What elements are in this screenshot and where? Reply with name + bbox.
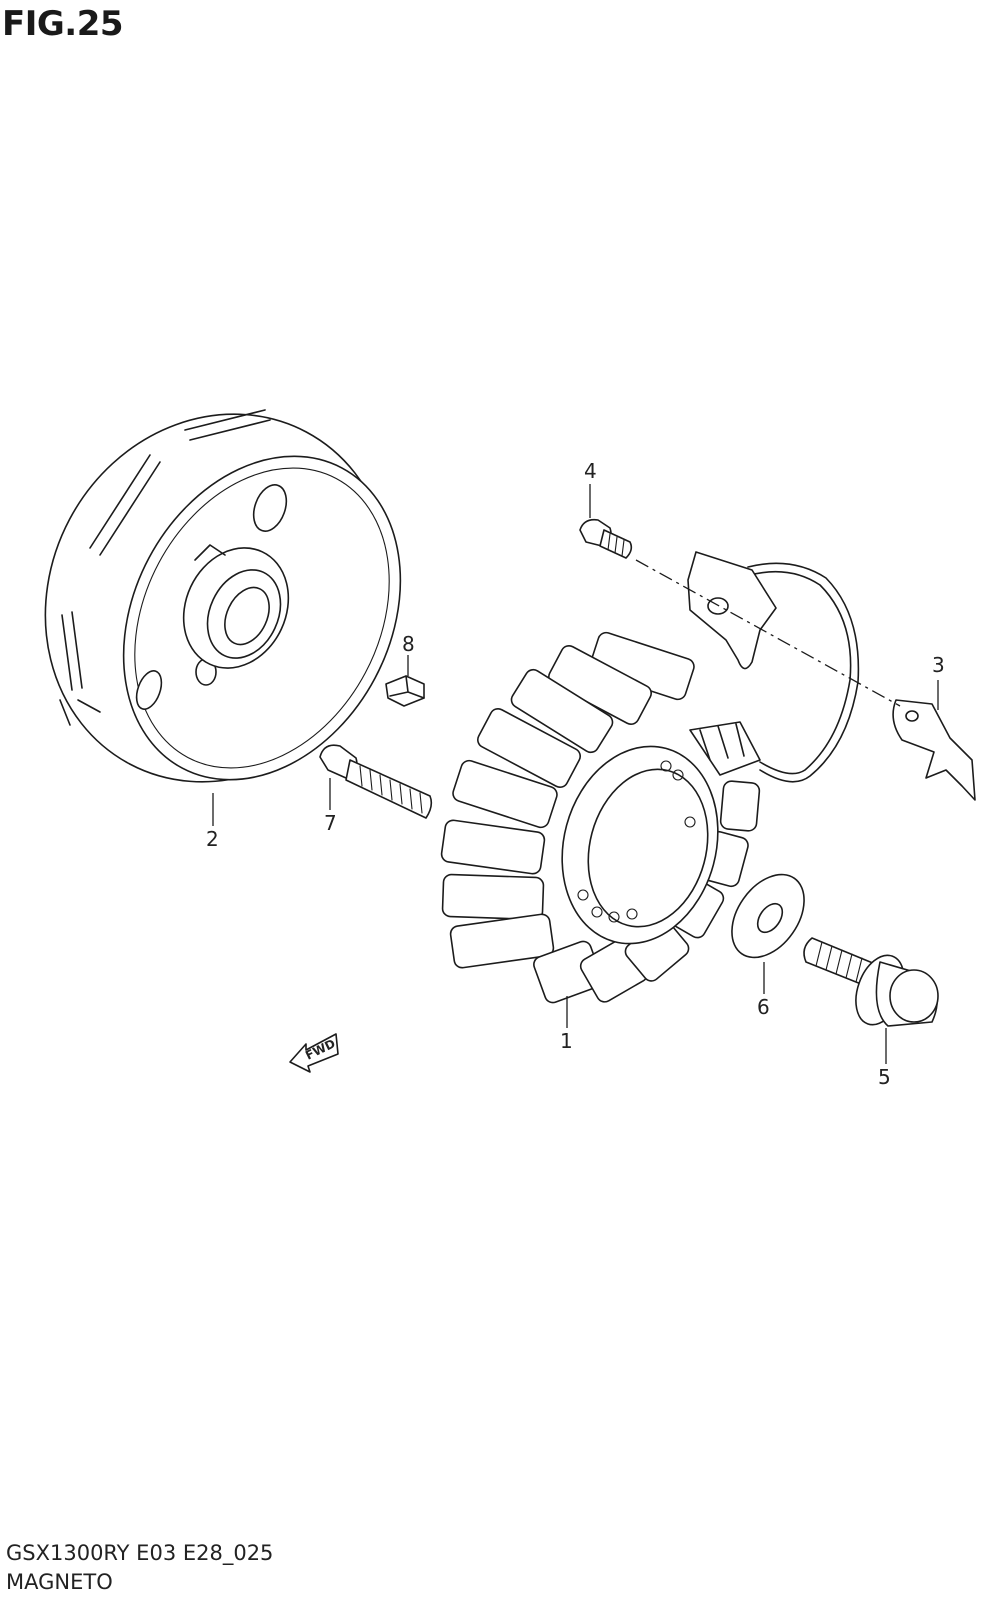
washer-part xyxy=(731,873,805,959)
stator-part xyxy=(440,562,860,1004)
figure-title: FIG.25 xyxy=(2,4,124,44)
alignment-line xyxy=(635,559,901,707)
key-part xyxy=(385,675,425,707)
rotor-part xyxy=(44,409,402,783)
callout-2: 2 xyxy=(206,827,219,851)
section-name: MAGNETO xyxy=(6,1570,113,1594)
callout-1: 1 xyxy=(560,1029,573,1053)
clamp-part xyxy=(687,551,976,801)
forward-direction-arrow: FWD xyxy=(289,1033,339,1073)
callout-7: 7 xyxy=(324,811,337,835)
model-code: GSX1300RY E03 E28_025 xyxy=(6,1541,274,1565)
callout-5: 5 xyxy=(878,1065,891,1089)
callout-6: 6 xyxy=(757,995,770,1019)
flange-bolt-part xyxy=(803,937,939,1027)
callout-4: 4 xyxy=(584,459,597,483)
callout-8: 8 xyxy=(402,632,415,656)
screw-part xyxy=(579,518,633,559)
bolt-7-part xyxy=(319,744,433,819)
callout-3: 3 xyxy=(932,653,945,677)
